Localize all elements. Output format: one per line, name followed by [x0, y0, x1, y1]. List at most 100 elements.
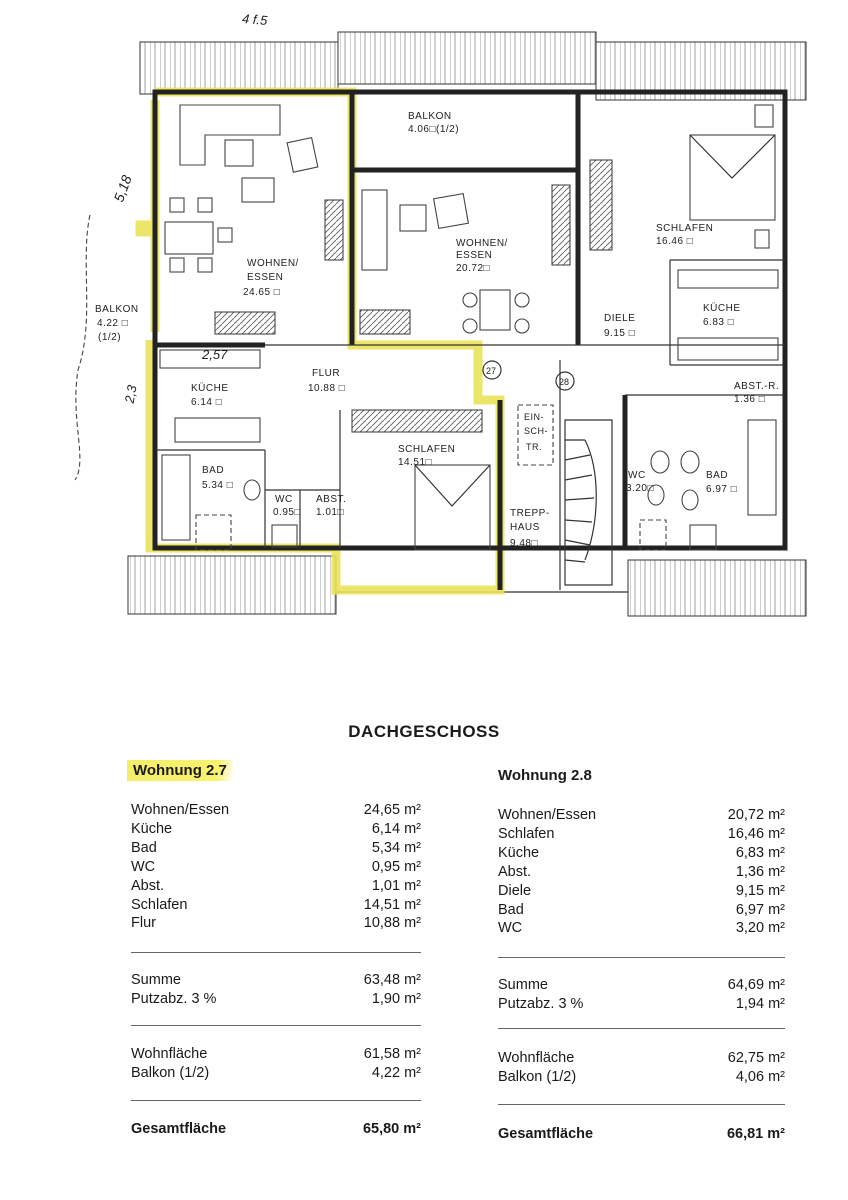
outer-walls	[152, 89, 788, 590]
room-label2-wohnen-mid: ESSEN	[456, 250, 492, 261]
summe-area: 63,48 m²	[363, 972, 421, 988]
room-name: Küche	[131, 821, 173, 837]
room-area-bad-right: 6.97 □	[706, 484, 737, 495]
room-label-wohnen-left: WOHNEN/	[247, 258, 299, 269]
furniture	[159, 104, 779, 586]
divider	[131, 952, 421, 953]
balcony-left-edge	[74, 214, 91, 481]
unit-2-7: Wohnung 2.7 Wohnen/Essen 24,65 m² Küche 6,…	[127, 760, 421, 1150]
room-area: 10,88 m²	[363, 915, 421, 931]
room-area: 20,72 m²	[727, 807, 785, 823]
gesamt-area: 65,80 m²	[362, 1121, 421, 1137]
roof-edge-top	[139, 31, 807, 101]
room-label-flur: FLUR	[312, 368, 340, 379]
room-name: Abst.	[498, 864, 532, 880]
room-area: 14,51 m²	[363, 897, 421, 913]
room-area: 6,14 m²	[371, 821, 421, 837]
room-name: Wohnen/Essen	[131, 802, 230, 818]
room-area: 1,36 m²	[735, 864, 785, 880]
unit-2-8-summe: Summe 64,69 m²	[498, 977, 785, 995]
room-label-wc-left: WC	[275, 494, 293, 505]
room-area-schlafen-mid: 14.51□	[398, 457, 432, 468]
room-label-schlafen-right: SCHLAFEN	[656, 223, 713, 234]
room-label-treppenhaus: TREPP-	[510, 508, 550, 519]
room-label-bad-left: BAD	[202, 465, 224, 476]
unit-2-7-row: Schlafen 14,51 m²	[131, 897, 421, 915]
room-name: WC	[131, 859, 156, 875]
room-label2-wohnen-left: ESSEN	[247, 272, 283, 283]
floor-plan: 4 f.5 5,18 2,57 2,3 BALKON 4.22 □ (1/2) …	[74, 11, 807, 617]
room-area-diele: 9.15 □	[604, 328, 635, 339]
putz-area: 1,94 m²	[735, 996, 785, 1012]
room-label-einbau: EIN-	[524, 412, 544, 422]
wohnflaeche-label: Wohnfläche	[498, 1050, 575, 1066]
room-name: Bad	[131, 840, 157, 856]
room-name: Wohnen/Essen	[498, 807, 597, 823]
balkon-area: 4,22 m²	[371, 1065, 421, 1081]
balkon-label: Balkon (1/2)	[498, 1069, 577, 1085]
divider	[498, 1104, 785, 1105]
plan-margin-note-1: 5,18	[110, 173, 134, 204]
room-name: Bad	[498, 902, 524, 918]
unit-2-8-row: Bad 6,97 m²	[498, 902, 785, 920]
room-name: Diele	[498, 883, 532, 899]
plan-top-note: 4 f.5	[241, 11, 268, 28]
divider	[131, 1100, 421, 1101]
room-area: 1,01 m²	[371, 878, 421, 894]
summe-label: Summe	[131, 972, 181, 988]
room-label-diele: DIELE	[604, 313, 635, 324]
room-area: 3,20 m²	[735, 920, 785, 936]
room-name: Küche	[498, 845, 540, 861]
room-area-balkon-top: 4.06□(1/2)	[408, 124, 459, 135]
room-area-flur: 10.88 □	[308, 383, 345, 394]
summe-area: 64,69 m²	[727, 977, 785, 993]
unit-2-7-row: Bad 5,34 m²	[131, 840, 421, 858]
room-label2-einbau: SCH-	[524, 426, 548, 436]
plan-margin-note-3: 2,3	[122, 383, 140, 405]
unit-2-8-balkon: Balkon (1/2) 4,06 m²	[498, 1069, 785, 1087]
summe-label: Summe	[498, 977, 548, 993]
room-label-balkon-left: BALKON	[95, 304, 139, 315]
room-area: 6,97 m²	[735, 902, 785, 918]
balkon-label: Balkon (1/2)	[131, 1065, 210, 1081]
room-label-wc-right: WC	[628, 470, 646, 481]
unit-2-7-putz: Putzabz. 3 % 1,90 m²	[131, 991, 421, 1009]
gesamt-area: 66,81 m²	[726, 1126, 785, 1142]
divider	[498, 957, 785, 958]
unit-2-8-title: Wohnung 2.8	[492, 765, 598, 786]
gesamt-label: Gesamtfläche	[131, 1121, 227, 1137]
unit-marker-27: 27	[482, 360, 502, 380]
putz-label: Putzabz. 3 %	[131, 991, 217, 1007]
room-area: 6,83 m²	[735, 845, 785, 861]
room-area-abst-left: 1.01□	[316, 507, 344, 518]
room-area-treppenhaus: 9.48□	[510, 538, 538, 549]
room-area-wohnen-left: 24.65 □	[243, 287, 280, 298]
unit-2-7-title: Wohnung 2.7	[127, 760, 233, 781]
unit-2-7-row: Abst.1,01 m²	[131, 878, 421, 896]
balkon-area: 4,06 m²	[735, 1069, 785, 1085]
unit-2-7-row: Küche 6,14 m²	[131, 821, 421, 839]
room-area: 5,34 m²	[371, 840, 421, 856]
room-name: Schlafen	[131, 897, 188, 913]
unit-2-8-row: Abst. 1,36 m²	[498, 864, 785, 882]
unit-2-7-balkon: Balkon (1/2) 4,22 m²	[131, 1065, 421, 1083]
room-area-wc-left: 0.95□	[273, 507, 301, 518]
room-extra-balkon-left: (1/2)	[98, 332, 121, 343]
room-label-kueche-left: KÜCHE	[191, 382, 229, 394]
room-area: 16,46 m²	[727, 826, 785, 842]
room-label-wohnen-mid: WOHNEN/	[456, 238, 508, 249]
divider	[131, 1025, 421, 1026]
wohnflaeche-label: Wohnfläche	[131, 1046, 208, 1062]
putz-area: 1,90 m²	[371, 991, 421, 1007]
unit-2-8-row: Diele 9,15 m²	[498, 883, 785, 901]
putz-label: Putzabz. 3 %	[498, 996, 584, 1012]
room-area-balkon-left: 4.22 □	[97, 318, 128, 329]
room-area: 24,65 m²	[363, 802, 421, 818]
room-area: 9,15 m²	[735, 883, 785, 899]
room-label-schlafen-mid: SCHLAFEN	[398, 444, 455, 455]
